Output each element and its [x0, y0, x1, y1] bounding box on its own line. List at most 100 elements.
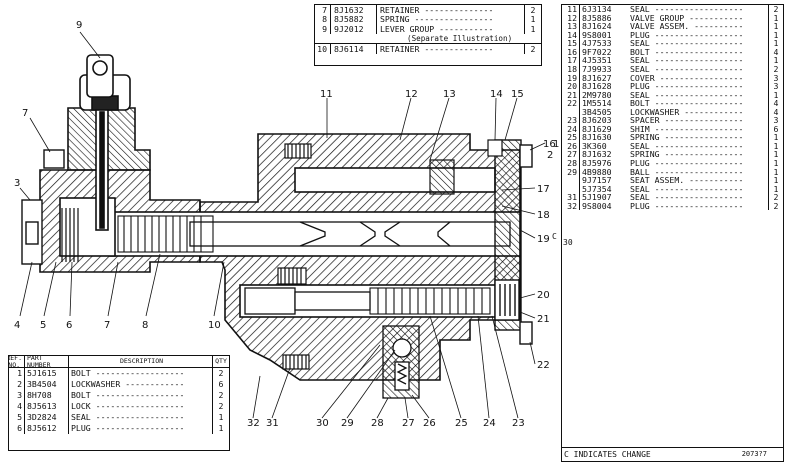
- cell-part: 4J5351: [582, 56, 612, 65]
- cell-ref: 6: [9, 423, 25, 434]
- cell-qty: 1: [768, 167, 783, 176]
- callout-26: 26: [423, 418, 436, 429]
- cell-desc: SEAL ------------------: [71, 413, 185, 422]
- ball-check: [382, 325, 420, 399]
- callout-27: 27: [402, 418, 415, 429]
- cell-part: 1M5514: [582, 99, 612, 108]
- callout-1: 1: [553, 139, 559, 150]
- cell-part: 5J1615: [25, 368, 69, 379]
- callout-labels: 9 7 3 4 5 6 7 8 10 11 12 13 14 15 16 1 2…: [14, 20, 559, 429]
- callout-28: 28: [371, 418, 384, 429]
- right-cover: [494, 139, 533, 345]
- spool: [189, 221, 511, 247]
- cell-part: 8J1627: [582, 73, 612, 82]
- cell-desc: PLUG ------------------: [630, 201, 744, 210]
- cell-ref: 28: [562, 158, 580, 168]
- cell-desc: COVER -----------------: [630, 73, 744, 82]
- cell-ref: 23: [562, 116, 580, 125]
- cell-desc: PLUG ------------------: [71, 424, 185, 433]
- callout-21: 21: [537, 314, 550, 325]
- cell-ref: 14: [562, 30, 580, 40]
- cell-ref: 17: [562, 56, 580, 65]
- bottom-plug: [277, 267, 310, 370]
- cell-part: 2M9780: [582, 90, 612, 100]
- callout-5: 5: [40, 320, 46, 331]
- cell-ref: 24: [562, 124, 580, 134]
- cell-desc: SEAL ------------------: [630, 141, 744, 151]
- cell-part: 9S8004: [582, 201, 612, 211]
- change-note: C INDICATES CHANGE: [564, 449, 651, 459]
- cell-part: 3K360: [582, 141, 607, 151]
- cell-ref: [562, 107, 580, 117]
- left-seal-rings: [61, 208, 79, 262]
- cell-desc: BOLT ------------------: [71, 369, 185, 378]
- cell-part: 8J6203: [582, 116, 612, 125]
- cell-desc: SEAL ------------------: [630, 184, 744, 193]
- cell-ref: 15: [562, 39, 580, 48]
- cell-qty: 4: [768, 107, 783, 117]
- cell-qty: 2: [212, 390, 229, 401]
- cell-qty: 1: [768, 30, 783, 40]
- cell-ref: 27: [562, 150, 580, 159]
- cell-desc: SEAL ------------------: [630, 90, 744, 99]
- callout-4: 4: [14, 320, 20, 331]
- callout-25: 25: [455, 418, 468, 429]
- cell-desc: PLUG ------------------: [630, 159, 744, 168]
- cell-ref: 16: [562, 47, 580, 57]
- cell-part: 9F7022: [582, 47, 612, 57]
- cell-part: 4B9880: [582, 167, 612, 176]
- cell-qty: 2: [768, 201, 783, 211]
- cell-desc: SPRING ----------------: [630, 133, 744, 142]
- cell-desc: SEAL ------------------: [630, 5, 744, 14]
- cell-part: 8J5976: [582, 158, 612, 168]
- callout-2: 2: [547, 150, 553, 161]
- cell-desc: BALL ------------------: [630, 167, 744, 176]
- cell-ref: 2: [9, 379, 25, 390]
- cell-part: 8H708: [25, 390, 69, 401]
- callout-32: 32: [247, 418, 260, 429]
- cell-ref: [562, 175, 580, 185]
- callout-19: 19: [537, 234, 550, 245]
- cell-desc: VALVE ASSEM. ----------: [630, 22, 744, 31]
- callout-3: 3: [14, 178, 20, 189]
- cell-qty: 1: [768, 184, 783, 194]
- parts-table-bottom-left: REF. NO. PART NUMBER DESCRIPTION QTY 15J…: [8, 355, 230, 451]
- cell-desc: SEAL ------------------: [630, 193, 744, 202]
- cell-desc: PLUG ------------------: [630, 30, 744, 40]
- cell-part: 4J7533: [582, 39, 612, 48]
- cell-ref: 20: [562, 81, 580, 91]
- cell-part: 8J5613: [25, 401, 69, 412]
- cell-desc: SEAL ------------------: [630, 56, 744, 65]
- drawing-code: 2073?7: [741, 450, 767, 458]
- cell-part: 5J7354: [582, 184, 612, 194]
- table-row: 10 8J6114 RETAINER -------------- 2: [315, 43, 541, 54]
- cell-ref: 31: [562, 193, 580, 202]
- cell-qty: 1: [768, 175, 783, 185]
- table-header: REF. NO. PART NUMBER DESCRIPTION QTY: [9, 356, 229, 368]
- cell-qty: 1: [768, 56, 783, 65]
- callout-9: 9: [76, 20, 82, 31]
- cell-qty: 1: [768, 22, 783, 31]
- table-row: 9 9J2012 LEVER GROUP ----------- 1: [315, 24, 541, 34]
- callout-20: 20: [537, 290, 550, 301]
- cell-desc: VALVE GROUP -----------: [630, 13, 744, 22]
- cell-part: 3B4505: [582, 107, 612, 117]
- callout-15: 15: [511, 89, 524, 100]
- cell-ref: 21: [562, 90, 580, 100]
- cell-qty: 3: [768, 81, 783, 91]
- cell-ref: 29: [562, 167, 580, 176]
